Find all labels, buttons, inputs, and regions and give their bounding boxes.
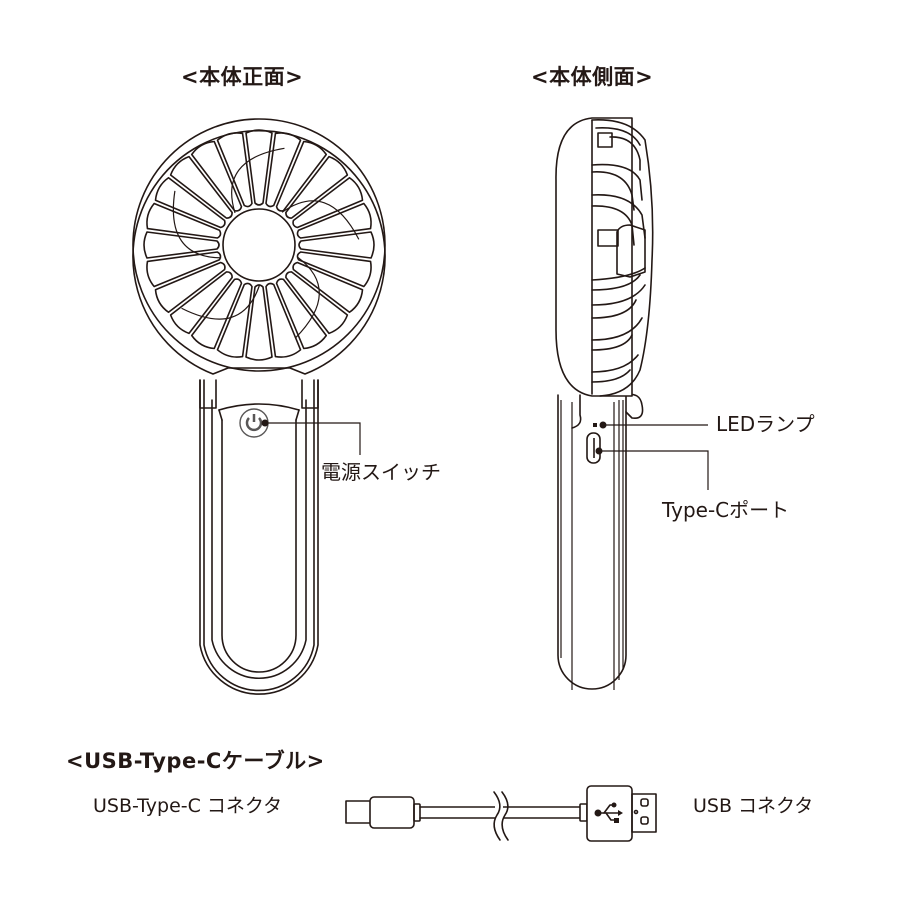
fan-blade: [231, 147, 285, 214]
fan-front-view: [132, 118, 386, 695]
type-c-connector-label: USB-Type-C コネクタ: [93, 795, 283, 817]
grille-slot: [143, 231, 220, 259]
grille-slot: [292, 176, 364, 229]
handle-front: [199, 379, 319, 695]
power-button[interactable]: [239, 408, 269, 438]
grille-slot: [275, 140, 328, 212]
grille-slot: [245, 284, 273, 361]
grille-slot: [146, 251, 222, 288]
led-indicator: [593, 423, 597, 427]
usb-a-plug-tip: [631, 793, 657, 833]
grille-slot: [265, 132, 302, 208]
usb-connector-label: USB コネクタ: [693, 795, 814, 817]
grille-slot: [275, 278, 328, 350]
side-grille: [591, 119, 654, 397]
power-switch-label: 電源スイッチ: [321, 460, 441, 484]
handle-side: [557, 393, 644, 690]
type-c-port-leader: [599, 450, 709, 490]
fan-blade: [172, 190, 222, 259]
grille-slot: [296, 251, 372, 288]
fan-blade: [281, 200, 360, 240]
grille-slot: [245, 129, 273, 206]
grille-slot: [298, 231, 375, 259]
power-icon: [245, 417, 263, 432]
grille-slot: [265, 282, 302, 358]
side-head-body: [555, 117, 633, 397]
front-view-heading: <本体正面>: [181, 65, 304, 89]
usb-type-c-cable: [345, 785, 657, 842]
grille-slot: [154, 176, 226, 229]
led-lamp-label: LEDランプ: [716, 412, 815, 436]
grille-slot: [285, 155, 349, 219]
grille-slot: [190, 278, 243, 350]
type-c-plug-body: [369, 796, 415, 829]
power-switch-leader: [265, 422, 361, 455]
side-view-heading: <本体側面>: [531, 65, 654, 89]
grille-slot: [169, 155, 233, 219]
grille-slot: [154, 261, 226, 314]
grille-slot: [190, 140, 243, 212]
usb-icon: [594, 802, 623, 823]
type-c-port-label: Type-Cポート: [662, 498, 790, 522]
grille-slot: [169, 271, 233, 335]
grille-slot: [146, 202, 222, 239]
grille-slot: [292, 261, 364, 314]
grille-slot: [216, 132, 253, 208]
fan-hub: [222, 208, 296, 282]
fan-side-view: [555, 117, 709, 690]
cable-section-heading: <USB-Type-Cケーブル>: [66, 749, 325, 773]
fan-grille: [143, 129, 375, 361]
grille-slot: [296, 202, 372, 239]
grille-slot: [216, 282, 253, 358]
grille-slot: [285, 271, 349, 335]
type-c-plug-tip: [345, 800, 373, 824]
